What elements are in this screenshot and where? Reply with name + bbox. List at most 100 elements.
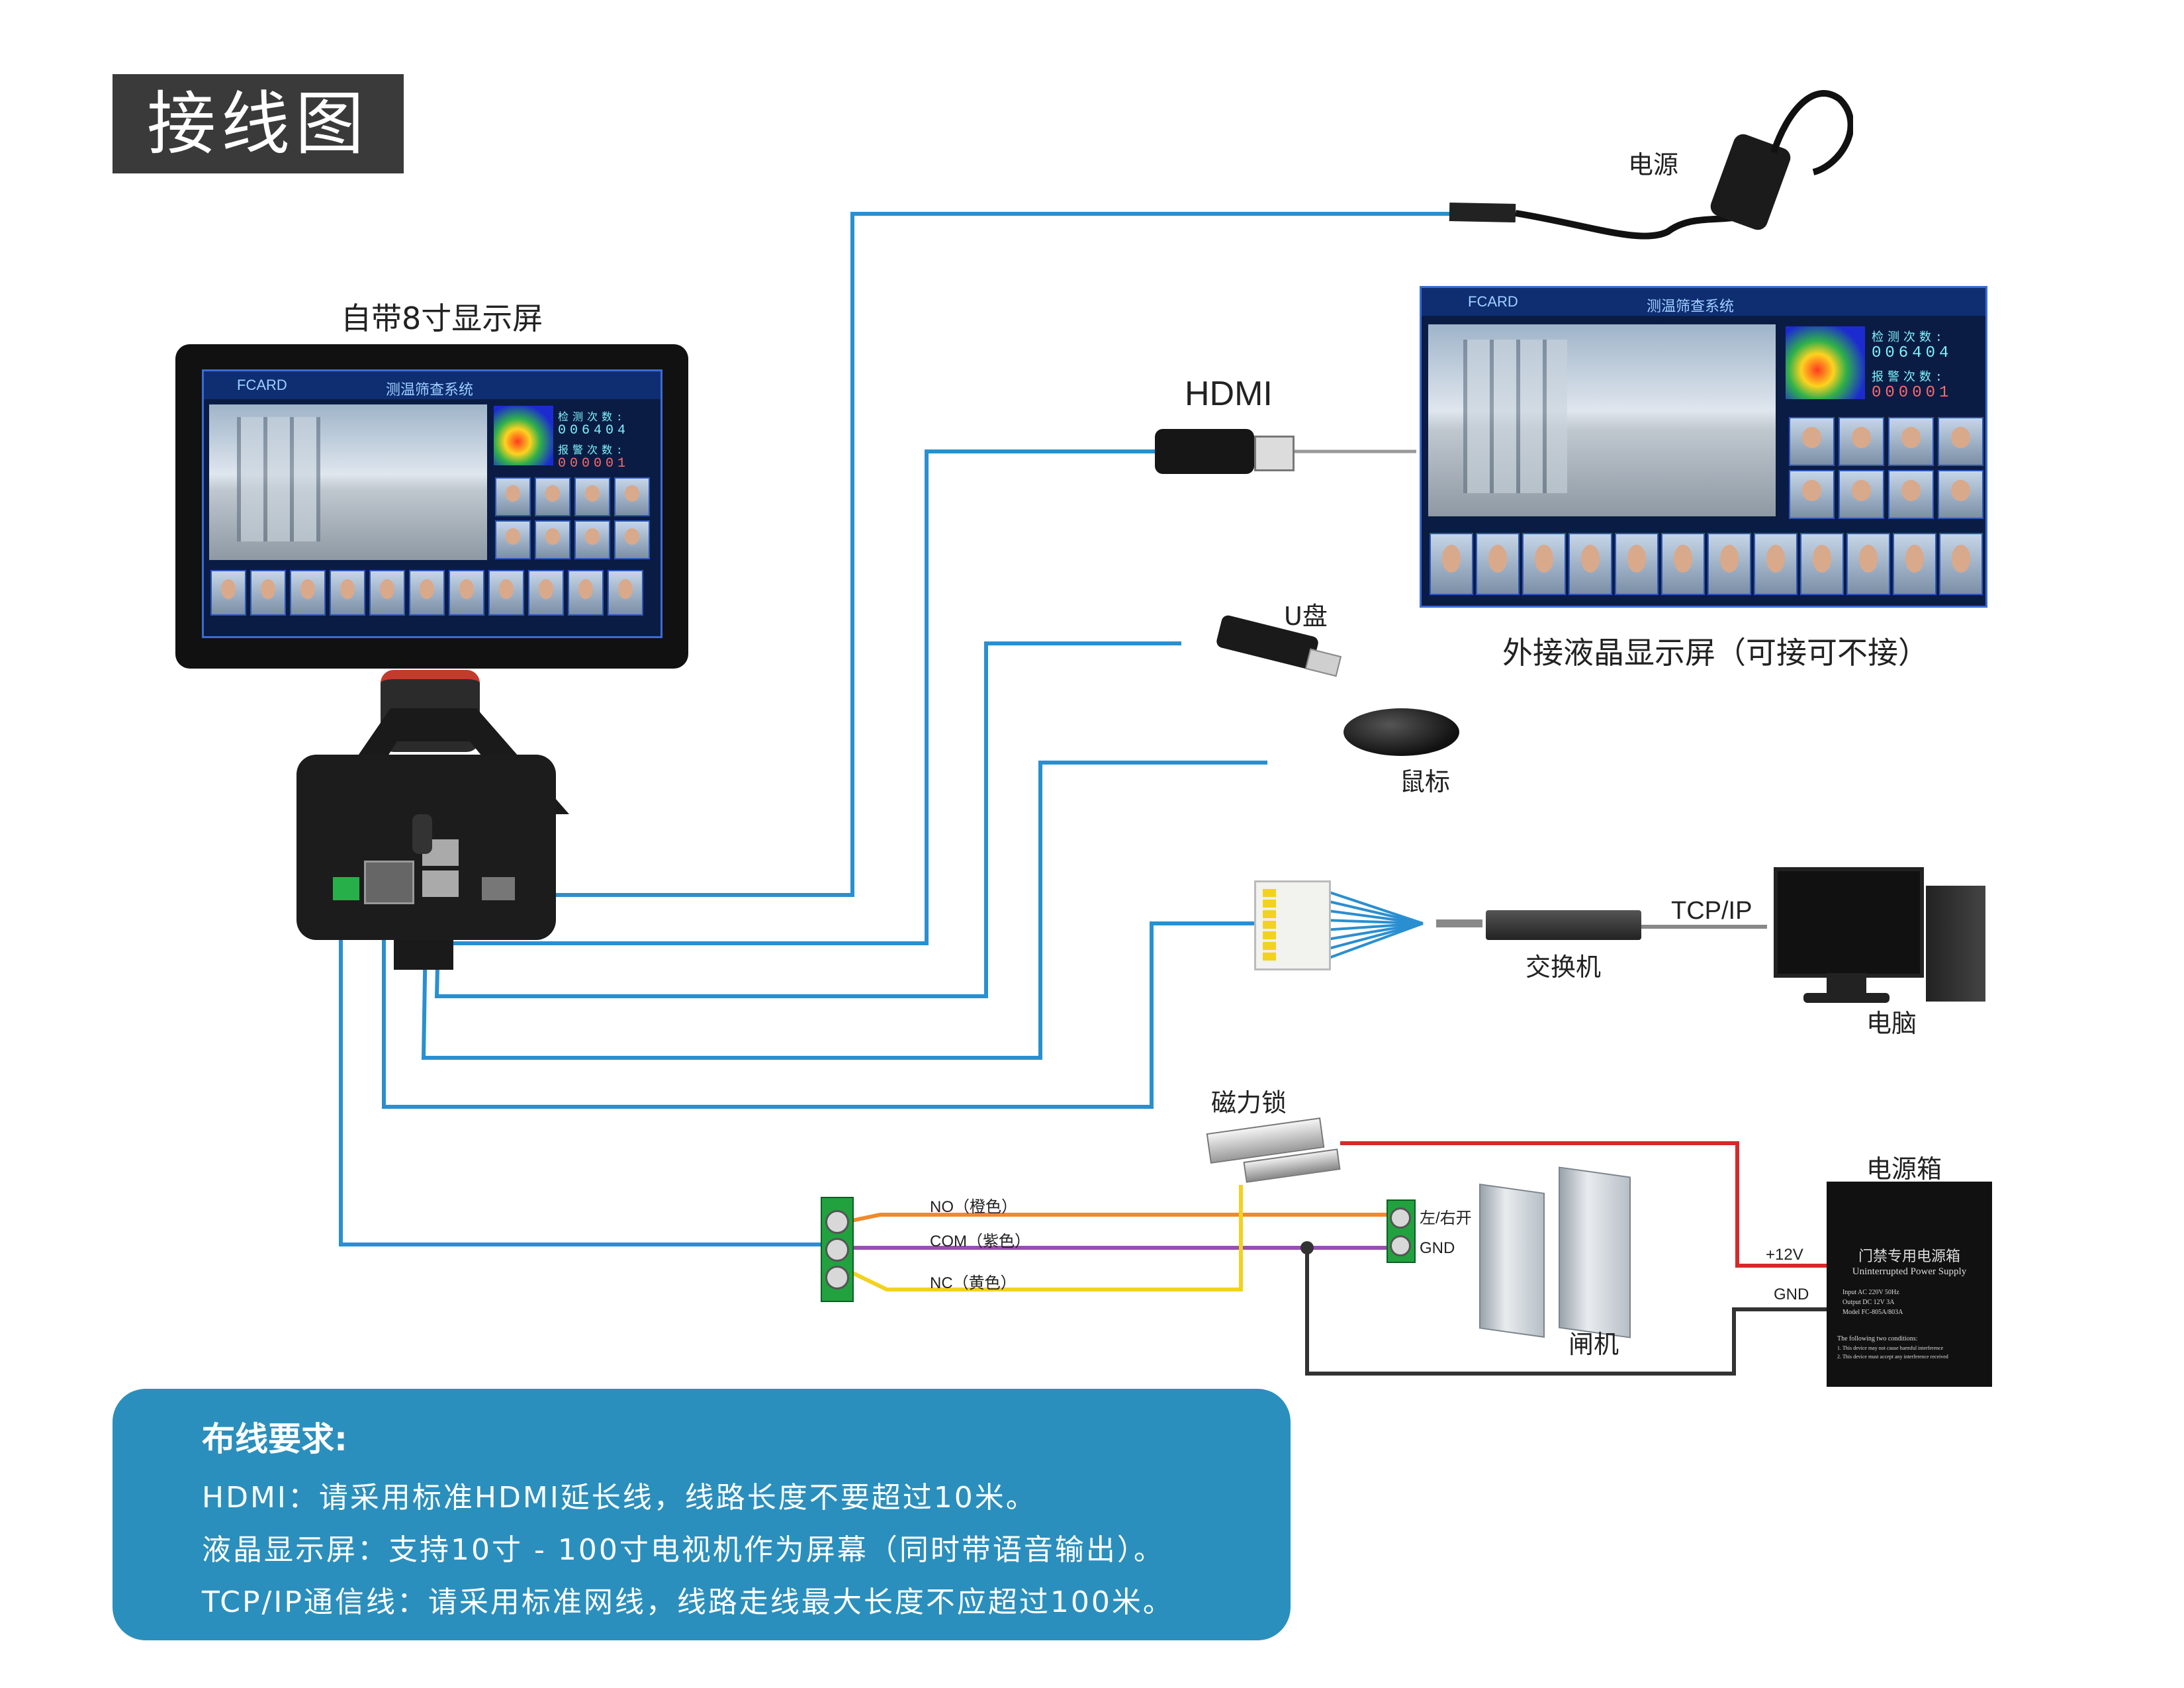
psu-output: Output DC 12V 3A (1843, 1299, 1895, 1306)
thumb (535, 477, 570, 516)
external-screen-label: 外接液晶显示屏（可接可不接） (1502, 635, 1929, 671)
com-label: COM（紫色） (930, 1233, 1030, 1250)
notes-line-3: TCP/IP通信线：请采用标准网线，线路走线最大长度不应超过100米。 (202, 1585, 1174, 1619)
builtin-screen-header: FCARD 测温筛查系统 (204, 371, 660, 399)
psu-title-cn: 门禁专用电源箱 (1858, 1248, 1960, 1264)
thumb (1707, 533, 1751, 595)
notes-title: 布线要求: (202, 1420, 347, 1458)
thumb (1661, 533, 1705, 595)
wire-power (503, 212, 1449, 897)
thumb (1789, 470, 1835, 519)
hdmi-connector (1254, 436, 1295, 471)
builtin-thermal-image (494, 406, 553, 465)
thumb (608, 570, 643, 616)
thumb (1839, 417, 1884, 466)
external-camera-feed (1428, 324, 1776, 516)
thumb (568, 570, 604, 616)
thumb (488, 570, 524, 616)
builtin-system-title: 测温筛查系统 (386, 381, 474, 398)
psu-cond1: 1. This device may not cause harmful int… (1837, 1345, 1944, 1351)
external-alarm-count: 000001 (1872, 384, 1953, 402)
builtin-alarm-count: 000001 (558, 456, 630, 471)
thumb (250, 570, 286, 616)
psu-title-en: Uninterrupted Power Supply (1852, 1266, 1967, 1277)
thumb (1800, 533, 1844, 595)
external-thermal-image (1786, 326, 1865, 399)
plus12v-label: +12V (1766, 1246, 1803, 1264)
hdmi-plug-icon (1155, 429, 1254, 474)
external-system-title: 测温筛查系统 (1647, 298, 1735, 314)
maglock-label: 磁力锁 (1211, 1088, 1287, 1117)
thumb (614, 477, 650, 516)
psu-gnd-label: GND (1774, 1286, 1809, 1303)
builtin-screen-label: 自带8寸显示屏 (341, 301, 543, 336)
thumb (1888, 470, 1934, 519)
psu-conditions-title: The following two conditions: (1837, 1335, 1918, 1342)
device-body (296, 755, 556, 940)
external-screen-header: FCARD 测温筛查系统 (1422, 288, 1985, 316)
monitor-stand (1827, 973, 1866, 996)
device-hood (318, 708, 569, 814)
builtin-brand: FCARD (237, 377, 287, 393)
turnstile-left-icon (1479, 1184, 1545, 1338)
thumb (614, 520, 650, 559)
gate-terminal-block (1387, 1199, 1416, 1263)
pc-tower-icon (1926, 886, 1985, 1002)
computer-label: 电脑 (1866, 1009, 1917, 1038)
external-detect-label: 检测次数: (1872, 332, 1946, 345)
thumb (1430, 533, 1473, 595)
external-alarm-label: 报警次数: (1872, 371, 1946, 385)
ethernet-port (364, 861, 414, 904)
page-title: 接线图 (113, 74, 404, 173)
thumb (574, 520, 610, 559)
left-right-open-label: 左/右开 (1420, 1209, 1472, 1227)
monitor-base (1803, 993, 1889, 1003)
thumb (1938, 470, 1983, 519)
thumb (1893, 533, 1936, 595)
wiring-requirements-box: 布线要求: HDMI：请采用标准HDMI延长线，线路长度不要超过10米。 液晶显… (113, 1389, 1291, 1640)
nc-label: NC（黄色） (930, 1274, 1017, 1292)
builtin-detect-label: 检测次数: (558, 412, 627, 424)
builtin-alarm-label: 报警次数: (558, 445, 627, 457)
psu-label: 电源箱 (1866, 1154, 1942, 1184)
wire-gnd (1305, 1248, 1827, 1376)
thumb (1522, 533, 1566, 595)
thumb (495, 477, 531, 516)
notes-line-2: 液晶显示屏：支持10寸 - 100寸电视机作为屏幕（同时带语音输出）。 (202, 1533, 1165, 1567)
power-adapter-icon (1449, 90, 1853, 240)
power-label: 电源 (1628, 150, 1679, 179)
monitor-icon (1774, 867, 1924, 978)
wire-ethernet (382, 884, 1254, 1109)
thumb (1939, 533, 1983, 595)
thumb (210, 570, 246, 616)
power-port (482, 877, 515, 900)
thumb (574, 477, 610, 516)
thumb (409, 570, 445, 616)
notes-line-1: HDMI：请采用标准HDMI延长线，线路长度不要超过10米。 (202, 1481, 1037, 1515)
wire-mouse (421, 761, 1267, 1060)
thumb (1789, 417, 1835, 466)
relay-terminal-block (821, 1197, 854, 1302)
usb-label: U盘 (1284, 602, 1328, 631)
builtin-camera-feed (209, 404, 487, 560)
thumb (1846, 533, 1890, 595)
hdmi-label: HDMI (1185, 375, 1273, 413)
psu-box-icon: 门禁专用电源箱 Uninterrupted Power Supply Input… (1827, 1182, 1992, 1387)
thumb (1938, 417, 1983, 466)
rj45-connector-icon (1254, 880, 1331, 970)
antenna (412, 814, 432, 854)
thumb (449, 570, 484, 616)
builtin-screen-bezel: FCARD 测温筛查系统 检测次数: 006404 报警次数: 000001 (175, 344, 688, 669)
usb-port (422, 870, 459, 897)
thumb (369, 570, 405, 616)
thumb (1888, 417, 1934, 466)
wire-relay (339, 884, 826, 1246)
external-detect-count: 006404 (1872, 344, 1953, 362)
network-switch-icon (1486, 910, 1641, 940)
thumb (535, 520, 570, 559)
gate-label: 闸机 (1569, 1330, 1619, 1359)
external-brand: FCARD (1468, 293, 1518, 310)
mouse-icon (1343, 708, 1459, 756)
gate-gnd-label: GND (1420, 1239, 1455, 1257)
